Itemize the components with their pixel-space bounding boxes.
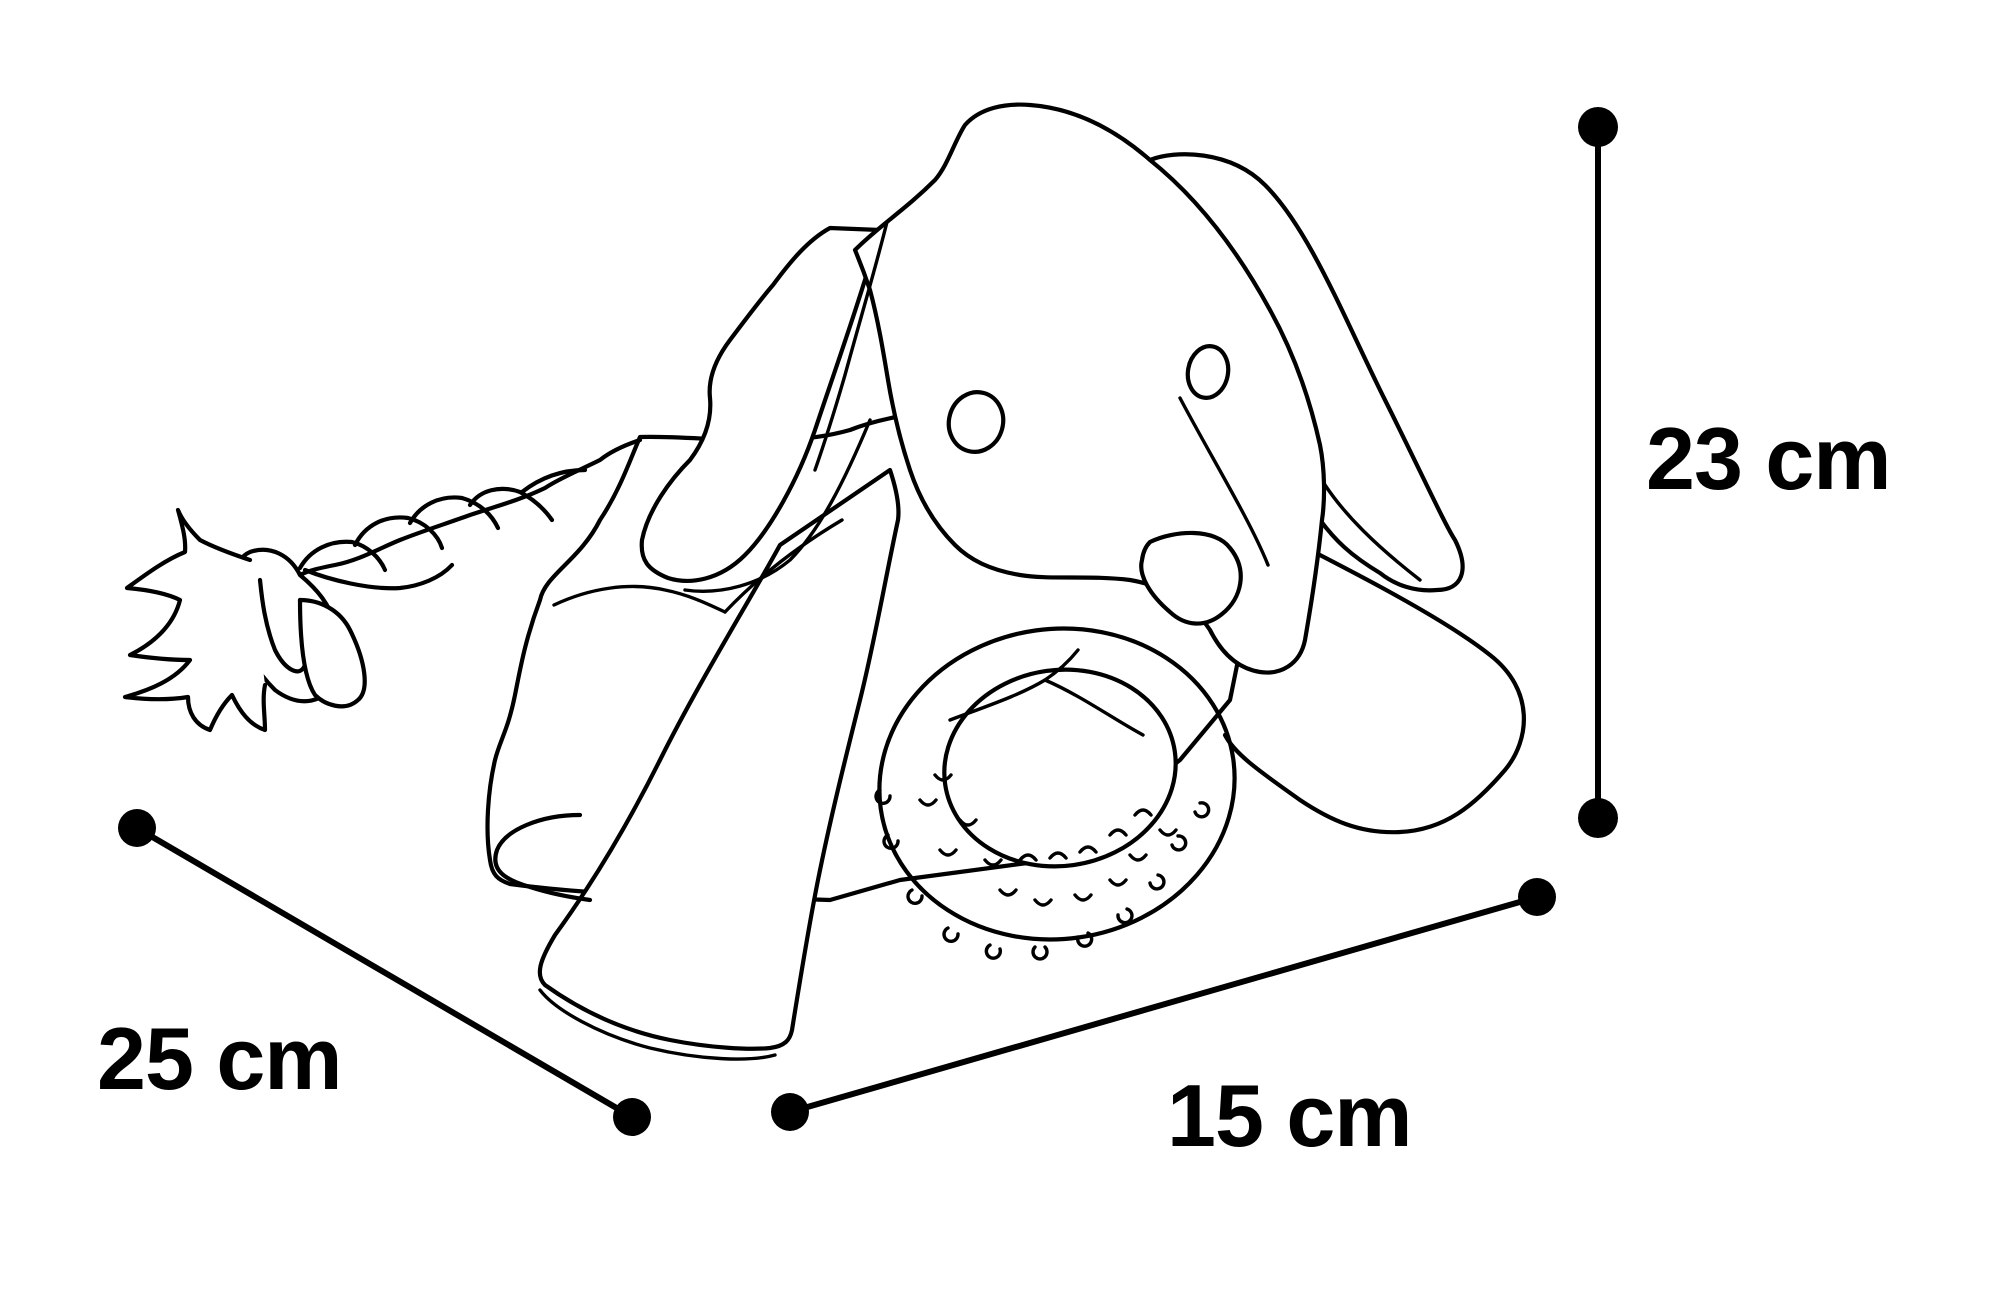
right-eye-icon xyxy=(1185,344,1231,400)
height-label: 23 cm xyxy=(1646,409,1892,508)
ring-texture xyxy=(918,773,1178,907)
width-label: 15 cm xyxy=(1167,1066,1413,1165)
dimension-height xyxy=(1578,107,1618,838)
dimension-dot-icon xyxy=(1518,878,1556,916)
head-outline xyxy=(852,102,1327,675)
dimension-dot-icon xyxy=(118,809,156,847)
dimension-dot-icon xyxy=(1578,107,1618,147)
front-leg-outline xyxy=(537,467,901,1051)
teething-ring-icon xyxy=(874,626,1237,961)
dimension-dot-icon xyxy=(613,1098,651,1136)
dimension-width xyxy=(771,878,1556,1131)
hind-paw-outline xyxy=(493,812,593,903)
dimension-depth xyxy=(118,809,651,1136)
dimension-dot-icon xyxy=(771,1093,809,1131)
ring-nubs xyxy=(874,788,1211,961)
left-eye-icon xyxy=(946,390,1006,454)
head-ear-seam xyxy=(813,220,889,472)
dog-toy-drawing xyxy=(122,102,1526,1061)
head-right-seam xyxy=(1178,396,1270,567)
nose-icon xyxy=(1139,530,1243,626)
dimension-dot-icon xyxy=(1578,798,1618,838)
front-leg-paw-sole xyxy=(538,988,777,1061)
rope-tail-icon xyxy=(122,437,643,733)
left-ear-inner-fold xyxy=(683,418,872,593)
left-ear-icon xyxy=(639,225,883,583)
body-crease xyxy=(552,584,727,614)
depth-label: 25 cm xyxy=(97,1009,343,1108)
chest-line xyxy=(723,518,844,614)
